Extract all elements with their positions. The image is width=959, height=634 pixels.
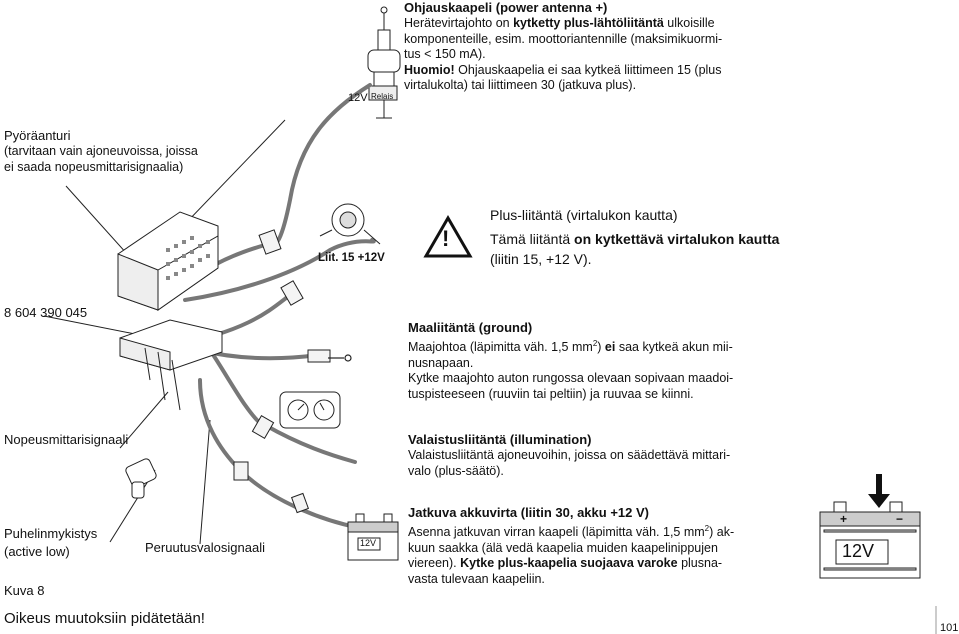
figure-label: Kuva 8 (4, 583, 45, 598)
terminal-15-label: Liit. 15 +12V (318, 252, 385, 264)
antenna-l1-pre: Herätevirtajohto on (404, 16, 514, 30)
permanent-l2: kuun saakka (älä vedä kaapelia muiden ka… (408, 540, 718, 555)
ground-l1-pre: Maajohtoa (läpimitta väh. 1,5 mm (408, 340, 593, 355)
harness-box-icon (119, 319, 223, 411)
radio-unit-icon (117, 211, 219, 311)
cable-ignition (183, 238, 376, 302)
telephone-icon (125, 458, 157, 499)
leader-line-speed-signal (119, 391, 169, 449)
ground-l2: nusnapaan. (408, 355, 474, 370)
plus-connection-title: Plus-liitäntä (virtalukon kautta) (490, 207, 678, 223)
ground-l4: tuspisteeseen (ruuviin tai peltiin) ja r… (408, 386, 694, 401)
antenna-l2: komponenteille, esim. moottoriantennille… (404, 31, 723, 46)
antenna-l4-bold: Huomio! (404, 62, 455, 77)
ignition-lock-icon (319, 203, 381, 245)
antenna-l1-post: ulkoisille (663, 16, 715, 30)
connector-antenna (280, 280, 304, 306)
illumination-l1: Valaistusliitäntä ajoneuvoihin, joissa o… (408, 448, 731, 462)
wheel-sensor-title: Pyöräanturi (4, 128, 71, 143)
ground-title: Maaliitäntä (ground) (408, 320, 533, 335)
plus-connection-l1-bold: on kytkettävä virtalukon kautta (574, 231, 780, 247)
connector-fuse (290, 492, 310, 514)
antenna-l1-bold: kytketty plus-lähtöliitäntä (513, 16, 664, 30)
footer-note: Oikeus muutoksiin pidätetään! (4, 610, 205, 627)
illumination-block: Valaistusliitäntä (illumination) Valaist… (408, 432, 928, 479)
permanent-l3-post: plusna- (677, 556, 723, 571)
ground-l1-bold: ei (604, 340, 616, 355)
battery-minus-sign: − (896, 512, 904, 526)
ground-l1-post: saa kytkeä akun mii- (615, 340, 733, 355)
permanent-title: Jatkuva akkuvirta (liitin 30, akku +12 V… (408, 505, 649, 520)
ground-terminal-icon (328, 354, 352, 362)
phone-mute-l1: Puhelinmykistys (4, 526, 98, 541)
connector-plus (258, 229, 282, 255)
antenna-l4-post: Ohjauskaapelia ei saa kytkeä liittimeen … (454, 62, 722, 77)
antenna-icon (367, 6, 401, 119)
antenna-l3: tus < 150 mA). (404, 47, 486, 61)
gauge-cluster-icon (279, 391, 341, 429)
ground-l1-mid: ) (597, 340, 605, 355)
warning-mark: ! (442, 226, 450, 251)
permanent-l3-pre: viereen). (408, 556, 461, 571)
antenna-voltage: 12V (348, 92, 368, 104)
permanent-l3-bold: Kytke plus-kaapelia suojaava varoke (460, 556, 678, 571)
illumination-l2: valo (plus-säätö). (408, 463, 504, 478)
phone-mute-l2: (active low) (4, 544, 70, 559)
permanent-l1-sup: 2 (704, 524, 710, 533)
battery-large-icon (819, 501, 921, 579)
illumination-title: Valaistusliitäntä (illumination) (408, 432, 592, 447)
wheel-sensor-l1: (tarvitaan vain ajoneuvoissa, joissa (4, 144, 198, 158)
antenna-block: Ohjauskaapeli (power antenna +) Herätevi… (404, 0, 924, 94)
permanent-power-block: Jatkuva akkuvirta (liitin 30, akku +12 V… (408, 505, 808, 587)
connector-illumination (251, 415, 275, 439)
leader-line-wheel-sensor (65, 185, 129, 256)
ground-l3: Kytke maajohto auton rungossa olevaan so… (408, 371, 734, 386)
antenna-relay-label: Relais (371, 92, 394, 101)
arrow-down-icon (868, 474, 890, 508)
wheel-sensor-l2: ei saada nopeusmittarisignaalia) (4, 159, 184, 174)
leader-line-reverse (199, 419, 211, 545)
ground-l1-sup: 2 (592, 339, 598, 348)
battery-small-label: 12V (360, 538, 377, 548)
plus-connection-l2: (liitin 15, +12 V). (490, 251, 592, 267)
plus-connection-l1-pre: Tämä liitäntä (490, 231, 575, 247)
plus-connection-block: Plus-liitäntä (virtalukon kautta) Tämä l… (490, 205, 779, 269)
warning-triangle-icon (423, 215, 473, 258)
page-number: 101 (940, 622, 959, 634)
speed-signal-label: Nopeusmittarisignaali (4, 432, 129, 447)
wheel-sensor-block: Pyöräanturi (tarvitaan vain ajoneuvoissa… (4, 128, 198, 175)
permanent-l1-post: ) ak- (709, 525, 735, 540)
reverse-signal-label: Peruutusvalosignaali (145, 540, 265, 555)
cable-illumination (208, 348, 264, 427)
antenna-title: Ohjauskaapeli (power antenna +) (404, 0, 608, 15)
ground-block: Maaliitäntä (ground) Maajohtoa (läpimitt… (408, 320, 928, 402)
connector-ground (307, 349, 331, 363)
connector-battery (233, 461, 249, 481)
phone-mute-block: Puhelinmykistys (active low) (4, 525, 97, 561)
cable-dash (263, 423, 357, 464)
permanent-l1-pre: Asenna jatkuvan virran kaapeli (läpimitt… (408, 525, 705, 540)
battery-large-label: 12V (842, 541, 875, 561)
radio-connector-pins (166, 236, 210, 280)
part-number: 8 604 390 045 (4, 305, 88, 320)
leader-line-part-number (43, 315, 141, 336)
battery-small-icon (347, 513, 399, 561)
permanent-l4: vasta tulevaan kaapeliin. (408, 571, 545, 586)
antenna-l5: virtalukolta) tai liittimeen 30 (jatkuva… (404, 78, 637, 92)
battery-plus-sign: + (840, 512, 848, 526)
